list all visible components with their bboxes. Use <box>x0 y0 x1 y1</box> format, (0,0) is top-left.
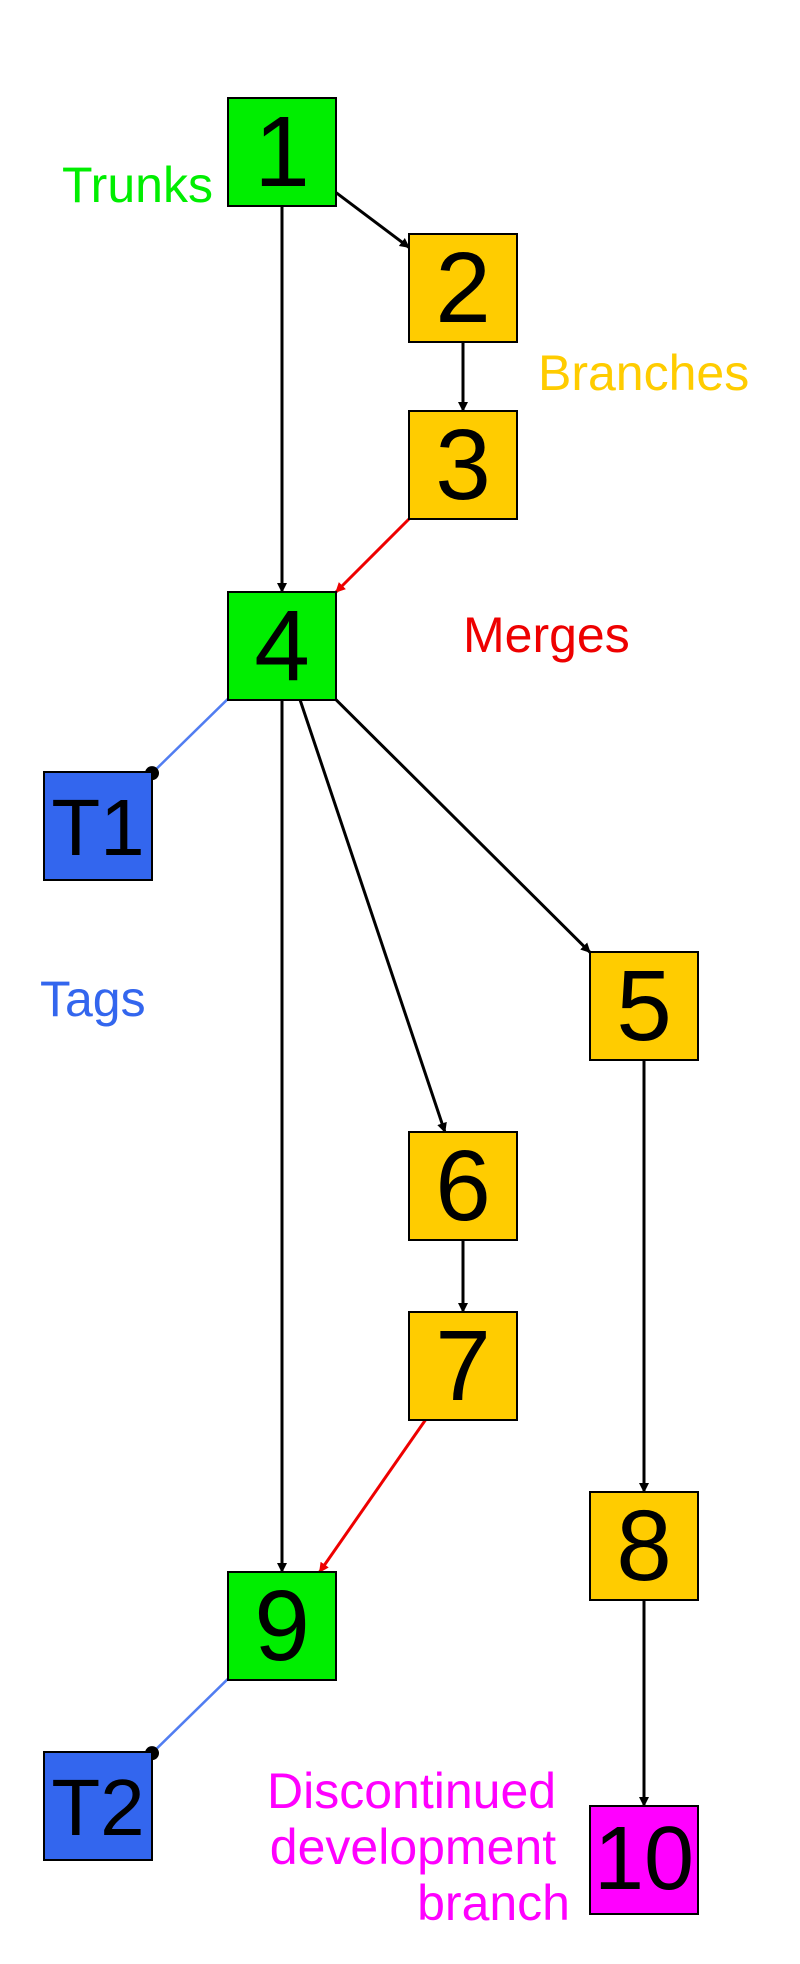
node-box-6 <box>408 1131 518 1241</box>
node-box-2 <box>408 233 518 343</box>
discontinued-line-1: Discontinued <box>267 1763 556 1819</box>
node-box-10 <box>589 1805 699 1915</box>
tags-label: Tags <box>40 971 146 1027</box>
discontinued-label: Discontinued development branch <box>267 1763 570 1931</box>
branches-label: Branches <box>538 345 749 401</box>
node-label-2: 2 <box>435 232 491 344</box>
node-box-T1 <box>43 771 153 881</box>
node-label-1: 1 <box>254 96 310 208</box>
node-label-8: 8 <box>616 1490 672 1602</box>
node-label-9: 9 <box>254 1570 310 1682</box>
edge-1-to-2-branch <box>335 191 410 249</box>
node-box-3 <box>408 410 518 520</box>
edges-layer <box>145 191 649 1807</box>
node-box-7 <box>408 1311 518 1421</box>
node-9: 9 <box>227 1570 337 1682</box>
node-box-8 <box>589 1491 699 1601</box>
discontinued-line-3: branch <box>417 1875 570 1931</box>
node-8: 8 <box>589 1490 699 1602</box>
node-box-T2 <box>43 1751 153 1861</box>
node-label-T1: T1 <box>51 783 144 872</box>
node-label-7: 7 <box>435 1310 491 1422</box>
node-label-4: 4 <box>254 590 310 702</box>
node-5: 5 <box>589 950 699 1062</box>
nodes-layer: 1 2 3 4T1 5 6 7 8 9T2 10 <box>43 96 699 1915</box>
node-label-3: 3 <box>435 409 491 521</box>
edge-4-to-5-branch <box>334 698 592 954</box>
edge-7-to-9-merge <box>318 1419 427 1573</box>
node-1: 1 <box>227 96 337 208</box>
node-6: 6 <box>408 1130 518 1242</box>
node-label-5: 5 <box>616 950 672 1062</box>
edge-4-to-6-branch <box>298 699 447 1133</box>
node-2: 2 <box>408 232 518 344</box>
node-T1: T1 <box>43 771 153 881</box>
node-label-6: 6 <box>435 1130 491 1242</box>
trunks-label: Trunks <box>62 157 213 213</box>
edge-9-to-T2-tag <box>151 1677 229 1755</box>
node-box-4 <box>227 591 337 701</box>
merges-label: Merges <box>463 607 630 663</box>
node-3: 3 <box>408 409 518 521</box>
node-10: 10 <box>589 1805 699 1915</box>
edge-4-to-T1-tag <box>151 697 229 775</box>
node-box-5 <box>589 951 699 1061</box>
node-T2: T2 <box>43 1751 153 1861</box>
node-box-1 <box>227 97 337 207</box>
discontinued-line-2: development <box>270 1819 556 1875</box>
node-label-10: 10 <box>594 1809 694 1909</box>
edge-3-to-4-merge <box>334 517 411 594</box>
node-label-T2: T2 <box>51 1763 144 1852</box>
node-4: 4 <box>227 590 337 702</box>
node-7: 7 <box>408 1310 518 1422</box>
node-box-9 <box>227 1571 337 1681</box>
